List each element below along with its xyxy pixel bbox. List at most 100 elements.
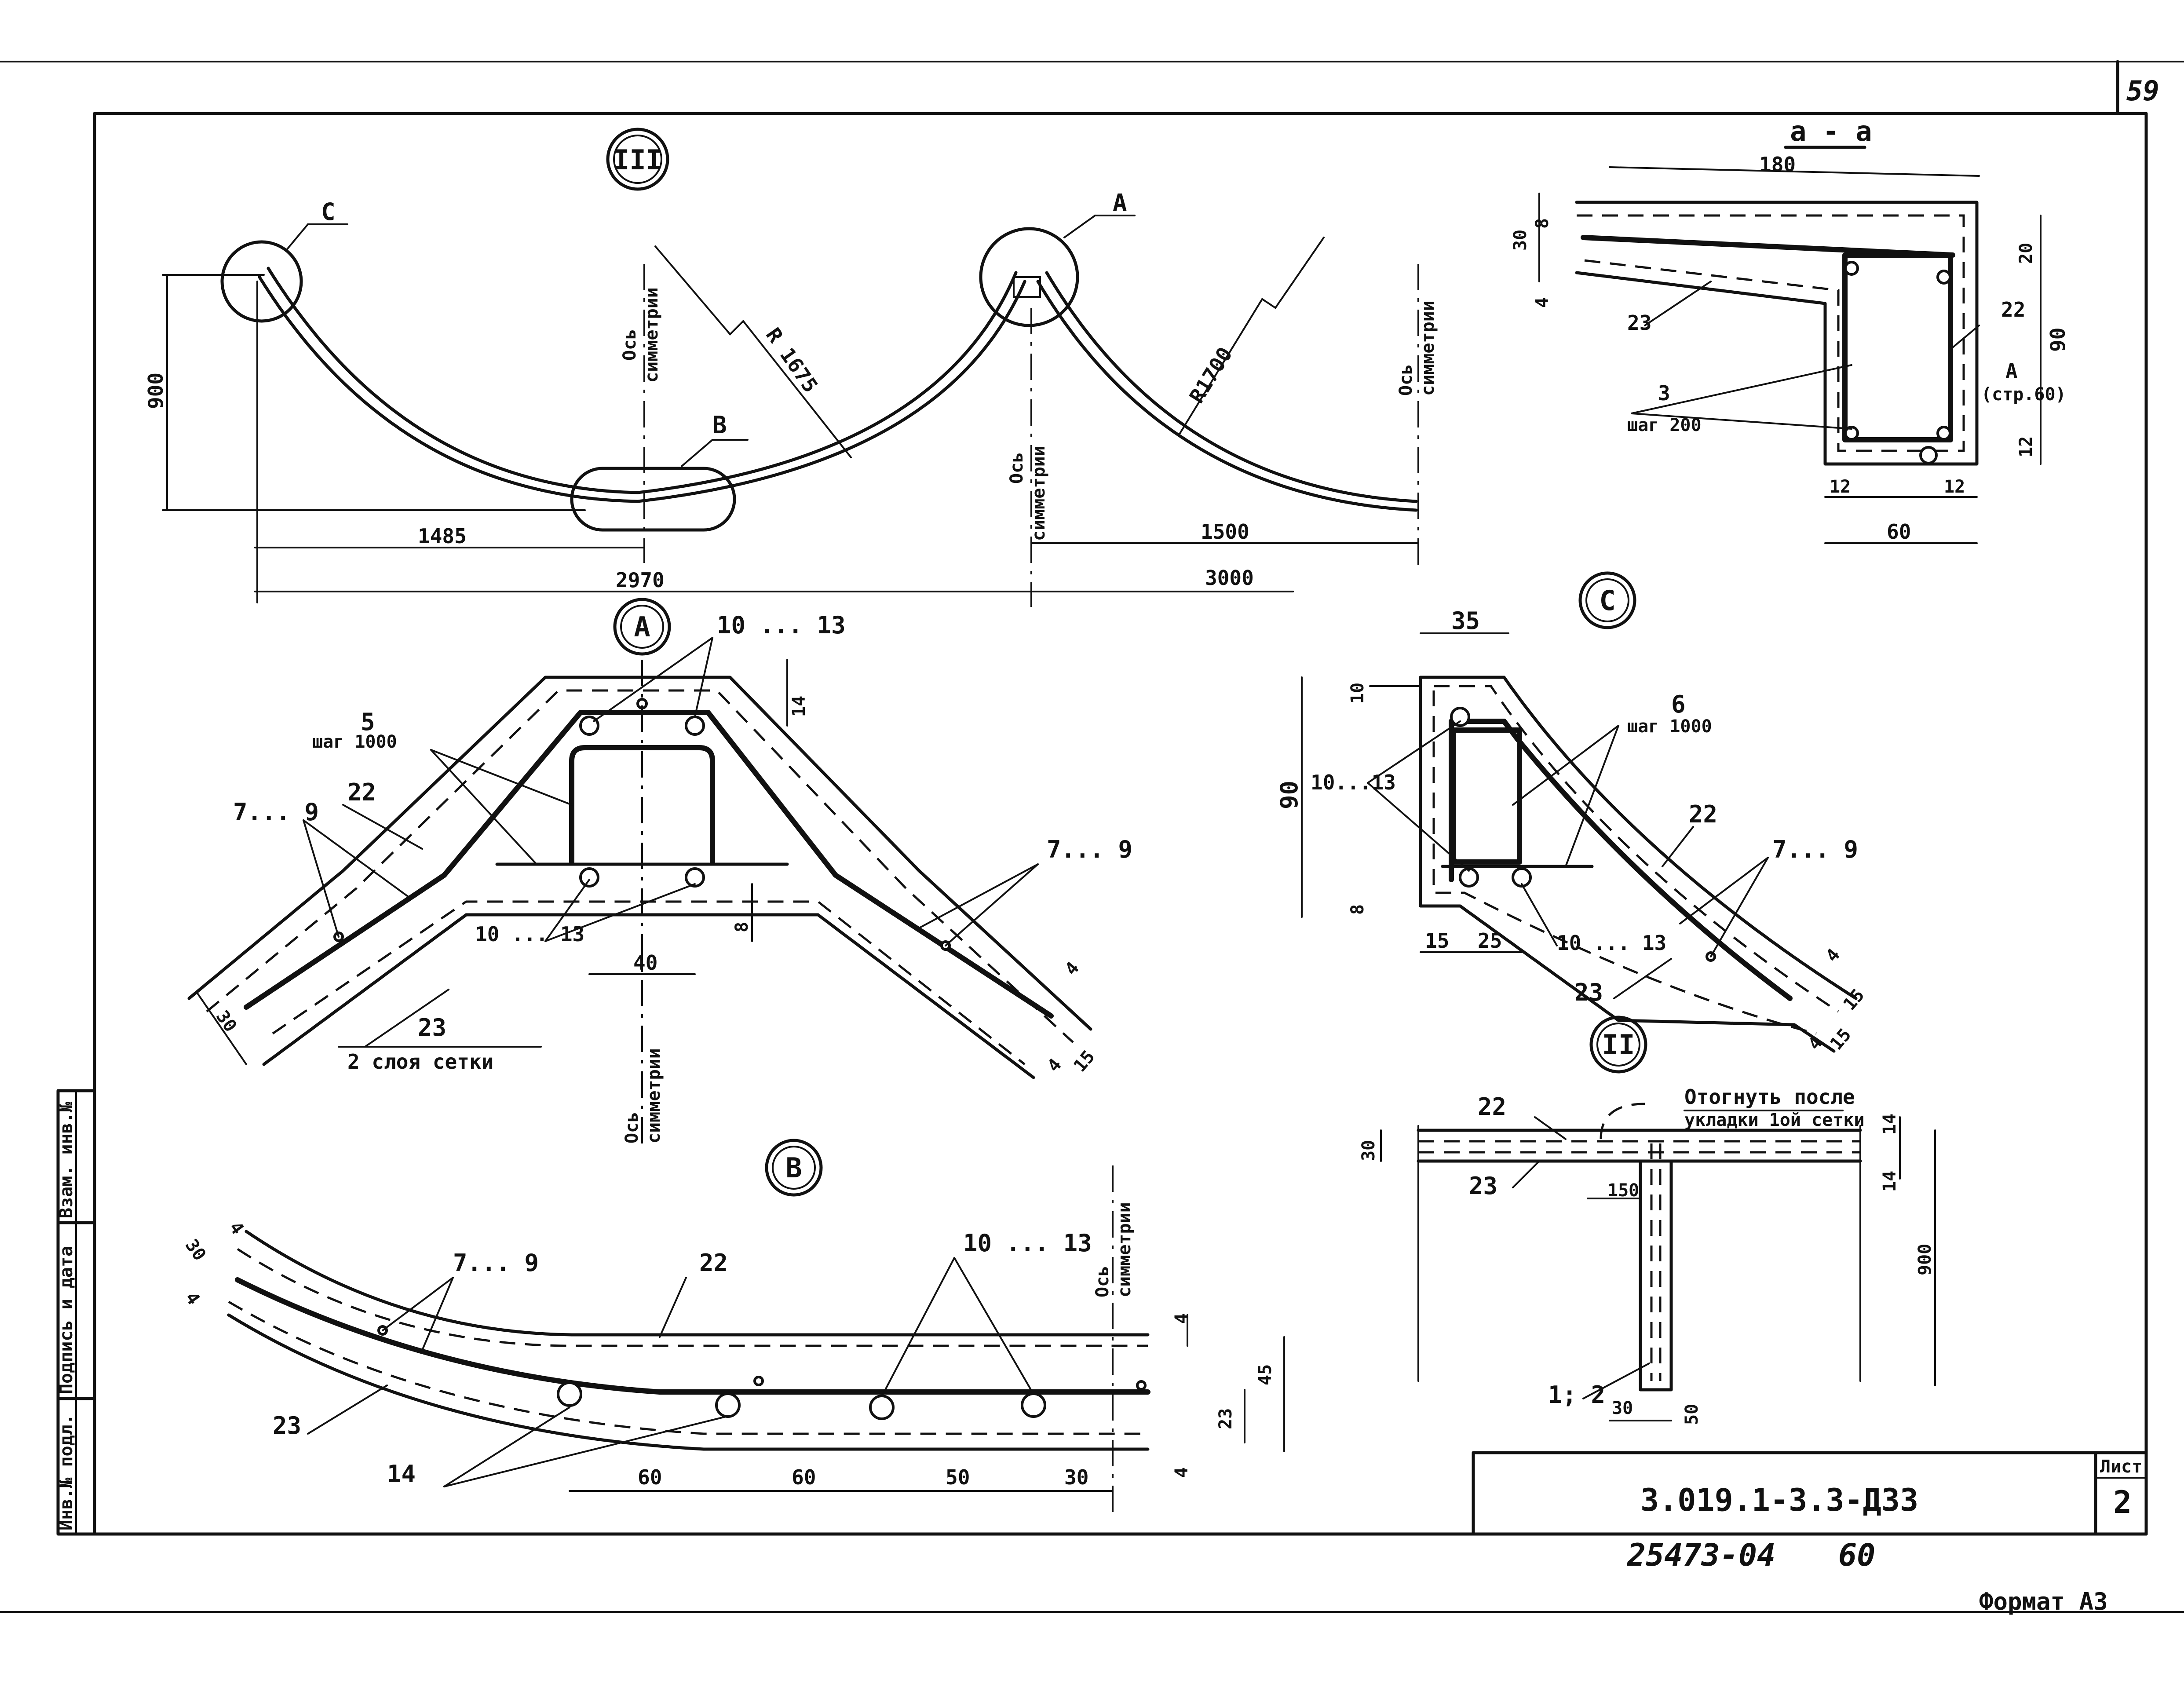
axis-label-1-bottom: симметрии — [642, 287, 662, 383]
callout-b: В — [712, 411, 727, 439]
marker-iii-circle — [606, 128, 669, 191]
detail-c: С 35 10 90 8 15 25 10...13 10 ... 13 6 ш… — [1275, 571, 1869, 1054]
sheet-label: Лист — [2100, 1457, 2142, 1477]
detail-b-dim-30: 30 — [181, 1235, 210, 1264]
dim-12-bottom: 12 — [1944, 477, 1965, 497]
doc-code: 3.019.1-3.3-Д33 — [1640, 1482, 1918, 1518]
detail-c-label-22: 22 — [1689, 800, 1717, 828]
detail-b-label-7-9: 7... 9 — [453, 1249, 539, 1277]
dim-180: 180 — [1759, 153, 1796, 176]
detail-a-dim-4: 4 — [1061, 958, 1083, 979]
detail-a: А Ось симметрии 5 шаг 1000 22 7... 9 7..… — [187, 598, 1132, 1143]
dim-12-right: 12 — [2016, 436, 2036, 457]
detail-ii-label-22: 22 — [1478, 1093, 1506, 1121]
dim-8: 8 — [1532, 218, 1552, 229]
detail-b-dim-23: 23 — [1216, 1408, 1236, 1429]
detail-c-marker: С — [1599, 584, 1615, 617]
axis-label-2-bottom: симметрии — [1029, 446, 1049, 541]
dim-12-left: 12 — [1830, 477, 1851, 497]
marker-iii: III — [613, 144, 662, 176]
detail-b-dim-4-bottom: 4 — [1172, 1467, 1192, 1478]
format-label: Формат А3 — [1979, 1588, 2108, 1615]
label-22: 22 — [2001, 298, 2025, 321]
detail-a-dim-4b: 4 — [1043, 1055, 1066, 1076]
detail-a-dim-40: 40 — [633, 951, 657, 975]
label-23: 23 — [1627, 311, 1651, 335]
detail-b-axis-top: Ось — [1092, 1266, 1113, 1297]
callout-a: А — [1113, 189, 1127, 217]
stamp-inv-podl: Инв.№ подл. — [56, 1414, 77, 1531]
axis-label-3-bottom: симметрии — [1418, 300, 1438, 396]
detail-a-label-7-9-right: 7... 9 — [1047, 836, 1132, 863]
dim-900: 900 — [144, 373, 168, 409]
detail-a-dim-30: 30 — [212, 1007, 241, 1036]
detail-a-label-5: 5 — [361, 708, 375, 736]
detail-a-dim-8: 8 — [732, 922, 752, 932]
detail-ii-dim-14a: 14 — [1880, 1114, 1900, 1135]
detail-c-label-10-13-left: 10...13 — [1311, 771, 1396, 794]
detail-a-label-22: 22 — [347, 778, 376, 806]
detail-c-label-23: 23 — [1574, 979, 1603, 1006]
detail-b: В Ось симметрии 30 4 4 4 23 45 4 7... 9 … — [181, 1139, 1285, 1517]
detail-b-label-22: 22 — [699, 1249, 728, 1277]
stamp-vzam-inv: Взам. инв.№ — [56, 1102, 77, 1218]
detail-a-dim-14: 14 — [789, 696, 809, 717]
detail-c-label-6: 6 — [1671, 690, 1686, 718]
page-number: 59 — [2126, 75, 2159, 107]
detail-a-step: шаг 1000 — [312, 732, 397, 752]
dim-1500: 1500 — [1201, 520, 1249, 544]
axis-label-2-top: Ось — [1007, 452, 1027, 484]
detail-b-axis-bottom: симметрии — [1114, 1202, 1135, 1297]
detail-c-dim-4b: 4 — [1804, 1033, 1826, 1054]
detail-c-dim-25: 25 — [1478, 929, 1502, 953]
detail-ii-marker: II — [1602, 1029, 1635, 1061]
detail-c-label-7-9: 7... 9 — [1772, 836, 1858, 863]
axis-label-3-top: Ось — [1396, 364, 1416, 396]
detail-c-dim-10: 10 — [1348, 683, 1368, 704]
title-block: 3.019.1-3.3-Д33 Лист 2 25473-04 60 Форма… — [1472, 1451, 2148, 1615]
detail-b-dim-60a: 60 — [638, 1465, 662, 1489]
side-stamp: Инв.№ подл. Подпись и дата Взам. инв.№ — [56, 1089, 96, 1536]
detail-ii-label-23: 23 — [1469, 1172, 1497, 1200]
detail-ii-label-1-2: 1; 2 — [1548, 1381, 1605, 1409]
axis-label-1-top: Ось — [620, 329, 640, 361]
sheet-number: 2 — [2113, 1484, 2132, 1520]
callout-circle-a — [979, 227, 1079, 327]
detail-b-marker: В — [785, 1152, 802, 1184]
ref-page: (стр.60) — [1981, 384, 2066, 405]
detail-b-dim-4l: 4 — [181, 1288, 204, 1308]
detail-a-label-7-9-left: 7... 9 — [233, 798, 319, 826]
callout-box-b — [570, 467, 736, 532]
dim-90: 90 — [2046, 328, 2070, 352]
detail-ii: II Отогнуть после укладки 1ой сетки 22 2… — [1359, 1016, 1936, 1425]
dim-30: 30 — [1510, 230, 1530, 251]
step-200: шаг 200 — [1627, 415, 1702, 435]
dim-3000: 3000 — [1205, 566, 1254, 590]
detail-b-dim-60b: 60 — [792, 1465, 816, 1489]
detail-b-label-14: 14 — [387, 1460, 416, 1488]
detail-b-dim-4r: 4 — [1172, 1313, 1192, 1324]
detail-a-marker: А — [634, 611, 650, 643]
detail-b-label-10-13: 10 ... 13 — [963, 1229, 1092, 1257]
radius-right: R1700 — [1185, 343, 1237, 407]
detail-ii-note-line1: Отогнуть после — [1684, 1085, 1855, 1109]
detail-c-dim-15: 15 — [1425, 929, 1449, 953]
sheet-frame: 59 — [0, 60, 2184, 1613]
radius-left: R 1675 — [761, 323, 823, 397]
dim-2970: 2970 — [616, 568, 665, 592]
archive-number: 25473-04 — [1627, 1537, 1775, 1573]
callout-circle-c — [220, 240, 303, 323]
dim-4: 4 — [1532, 297, 1552, 308]
label-3: 3 — [1658, 381, 1670, 405]
detail-b-dim-50: 50 — [946, 1465, 970, 1489]
detail-b-dim-4: 4 — [225, 1218, 248, 1238]
detail-a-label-10-13-bottom: 10 ... 13 — [475, 922, 584, 946]
detail-a-label-23: 23 — [418, 1014, 446, 1041]
detail-c-step: шаг 1000 — [1627, 716, 1712, 737]
detail-ii-dim-30: 30 — [1359, 1140, 1379, 1161]
detail-c-dim-35: 35 — [1451, 607, 1480, 635]
archive-page: 60 — [1838, 1537, 1875, 1573]
detail-a-label-10-13-top: 10 ... 13 — [717, 611, 846, 639]
detail-a-dim-15: 15 — [1070, 1047, 1099, 1076]
